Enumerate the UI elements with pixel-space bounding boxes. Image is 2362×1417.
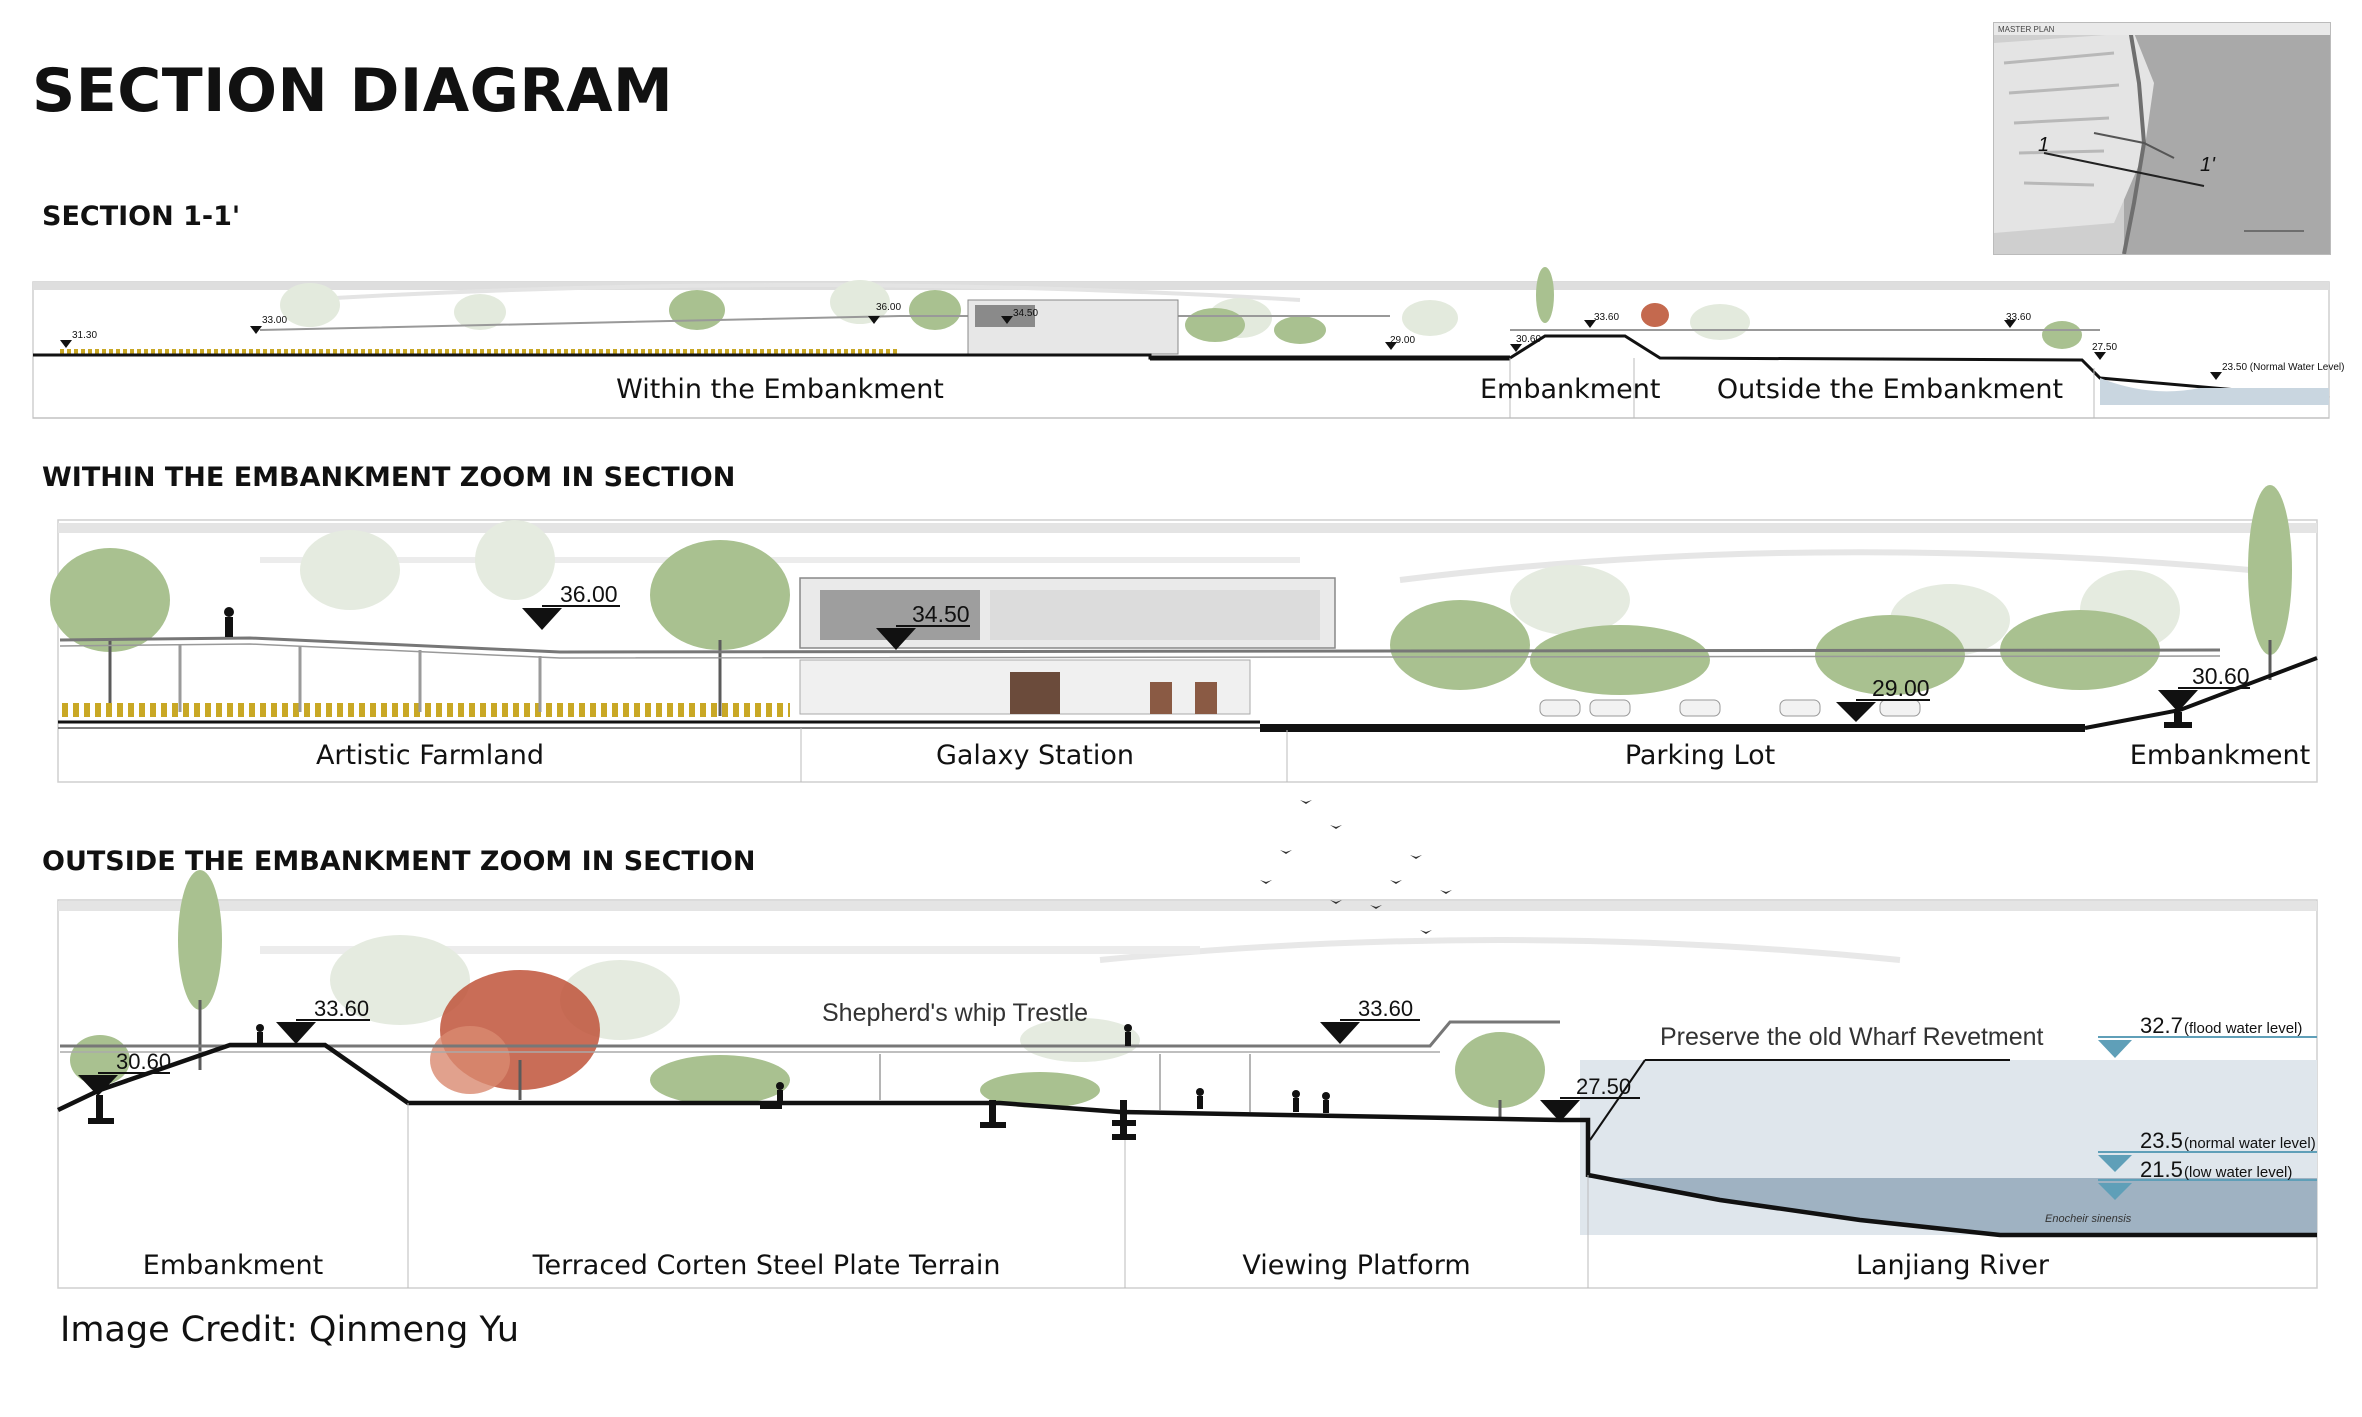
s3-elev-2: 33.60 [314, 996, 369, 1021]
section-1-heading: SECTION 1-1' [42, 201, 241, 232]
s3-zone-river: Lanjiang River [1855, 1250, 2050, 1281]
s3-zone-embankment: Embankment [142, 1250, 324, 1281]
s3-zone-platform: Viewing Platform [1242, 1250, 1471, 1281]
section-3-heading: OUTSIDE THE EMBANKMENT ZOOM IN SECTION [42, 846, 756, 877]
s1-elev-4: 34.50 [1013, 308, 1038, 319]
normal-level-value: 23.5 [2140, 1128, 2183, 1153]
minimap-marker-start: 1 [2038, 134, 2049, 156]
section-1-drawing: 31.30 33.00 36.00 34.50 29.00 30.60 33.6… [32, 267, 2344, 419]
image-credit: Image Credit: Qinmeng Yu [60, 1310, 520, 1350]
s1-elev-10: 23.50 (Normal Water Level) [2222, 362, 2344, 373]
s1-elev-5: 29.00 [1390, 335, 1415, 346]
s3-elev-1: 30.60 [116, 1049, 171, 1074]
flood-level-label: (flood water level) [2184, 1020, 2302, 1037]
s3-elev-3: 33.60 [1358, 996, 1413, 1021]
section-2-drawing: 36.00 34.50 29.00 30.60 [50, 485, 2318, 783]
s3-elev-4: 27.50 [1576, 1074, 1631, 1099]
s1-elev-8: 33.60 [2006, 312, 2031, 323]
minimap-svg: MASTER PLAN 1 1' [1994, 23, 2330, 254]
minimap-label: MASTER PLAN [1998, 25, 2055, 34]
s2-zone-parking: Parking Lot [1624, 740, 1776, 771]
s1-elev-2: 33.00 [262, 315, 287, 326]
s1-zone-embankment: Embankment [1480, 374, 1661, 405]
s2-elev-2: 34.50 [912, 601, 970, 627]
s2-elev-4: 30.60 [2192, 663, 2250, 689]
normal-level-label: (normal water level) [2184, 1135, 2316, 1152]
s1-zone-within: Within the Embankment [616, 374, 944, 405]
s1-zone-outside: Outside the Embankment [1716, 374, 2064, 405]
s2-zone-station: Galaxy Station [935, 740, 1135, 771]
s2-zone-embankment: Embankment [2129, 740, 2311, 771]
low-level-label: (low water level) [2184, 1164, 2292, 1181]
wharf-annotation: Preserve the old Wharf Revetment [1660, 1023, 2044, 1051]
trestle-annotation: Shepherd's whip Trestle [822, 999, 1088, 1027]
s1-elev-6: 30.60 [1516, 334, 1541, 345]
low-level-value: 21.5 [2140, 1157, 2183, 1182]
section-2-heading: WITHIN THE EMBANKMENT ZOOM IN SECTION [42, 462, 736, 493]
s2-zone-farmland: Artistic Farmland [315, 740, 545, 771]
species-annotation: Enocheir sinensis [2045, 1213, 2132, 1225]
s1-elev-9: 27.50 [2092, 342, 2117, 353]
s2-elev-3: 29.00 [1872, 675, 1930, 701]
minimap-marker-end: 1' [2200, 154, 2216, 176]
page-title: SECTION DIAGRAM [32, 56, 674, 126]
flood-level-value: 32.7 [2140, 1013, 2183, 1038]
s3-zone-terrain: Terraced Corten Steel Plate Terrain [532, 1250, 1001, 1281]
s1-elev-7: 33.60 [1594, 312, 1619, 323]
section-3-drawing: 30.60 33.60 33.60 27.50 Shepherd's whip … [57, 800, 2318, 1289]
s2-elev-1: 36.00 [560, 581, 618, 607]
s1-elev-1: 31.30 [72, 330, 97, 341]
master-plan-minimap: MASTER PLAN 1 1' [1993, 22, 2331, 255]
s1-elev-3: 36.00 [876, 302, 901, 313]
